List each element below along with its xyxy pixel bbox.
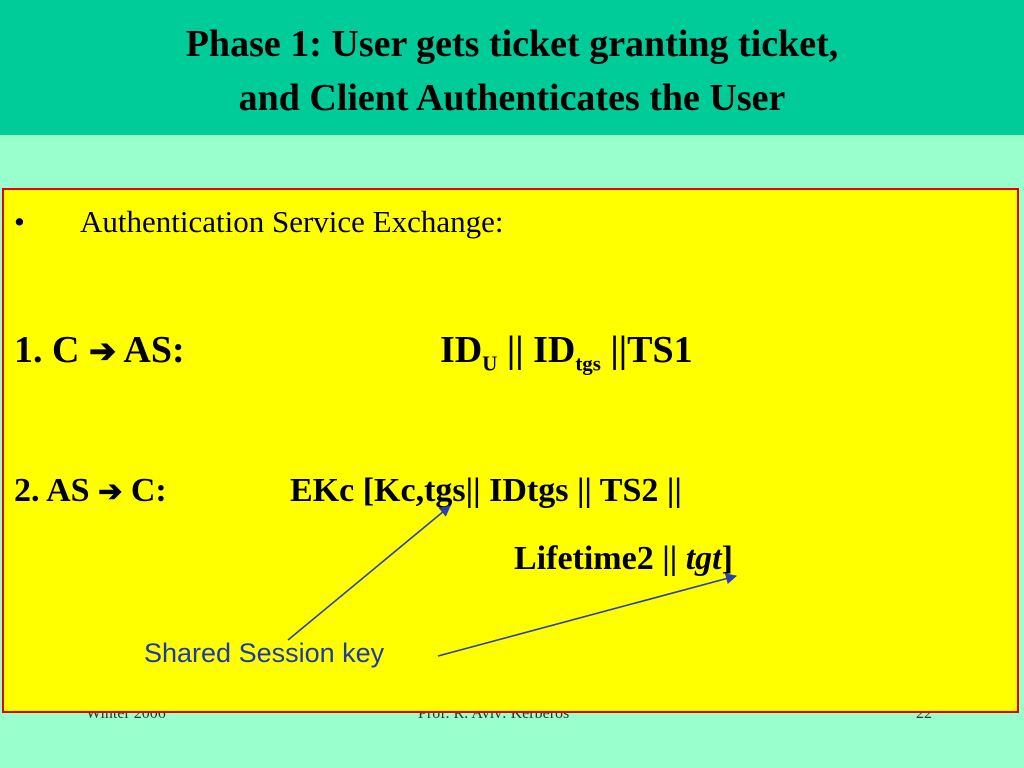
- shared-session-key-annotation: Shared Session key: [144, 638, 385, 668]
- lifetime-text: Lifetime2 ||: [514, 540, 686, 577]
- step2-prefix: 2. AS: [14, 472, 99, 509]
- id-u: ID: [440, 329, 483, 371]
- right-arrow-icon: ➔: [98, 476, 123, 508]
- id-tgs: ID: [533, 329, 576, 371]
- bullet-item: • Authentication Service Exchange:: [14, 204, 504, 240]
- id-u-subscript: U: [482, 351, 498, 376]
- content-box: • Authentication Service Exchange: 1. C ➔…: [2, 188, 1019, 713]
- step1-suffix: AS:: [116, 329, 185, 371]
- bullet-text: Authentication Service Exchange:: [80, 204, 504, 239]
- step2-message-line-1: EKc [Kc,tgs|| IDtgs || TS2 ||: [290, 472, 682, 509]
- closing-bracket: ]: [721, 540, 733, 577]
- separator: ||: [497, 329, 534, 371]
- step2-message-line-2: Lifetime2 || tgt]: [514, 540, 733, 578]
- slide-title-line-1: Phase 1: User gets ticket granting ticke…: [185, 23, 839, 65]
- step2-label: 2. AS ➔ C:: [14, 472, 167, 510]
- step2-suffix: C:: [122, 472, 167, 509]
- bullet-marker: •: [14, 204, 25, 239]
- right-arrow-icon: ➔: [88, 333, 117, 369]
- title-bar: Phase 1: User gets ticket granting ticke…: [0, 0, 1024, 135]
- step1-label: 1. C ➔ AS:: [14, 328, 185, 372]
- separator: ||: [600, 329, 628, 371]
- tgt-text: tgt: [685, 540, 722, 577]
- step1-message: IDU || IDtgs ||TS1: [440, 328, 693, 377]
- timestamp-ts1: TS1: [627, 329, 693, 371]
- id-tgs-subscript: tgs: [575, 351, 601, 376]
- slide-title-line-2: and Client Authenticates the User: [238, 77, 786, 119]
- step1-prefix: 1. C: [14, 329, 89, 371]
